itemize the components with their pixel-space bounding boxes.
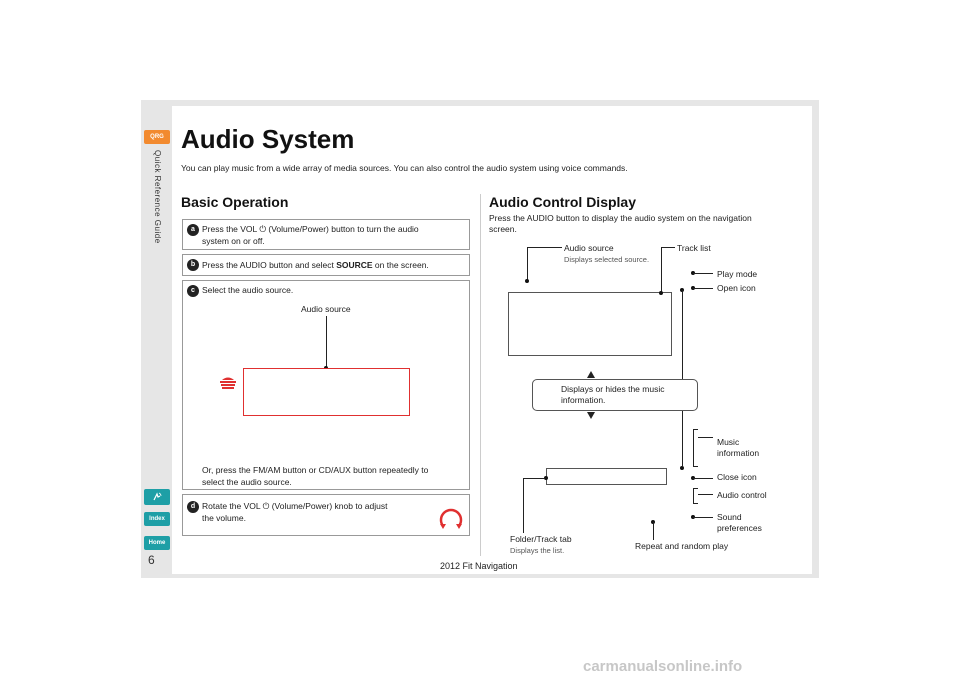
- label-open-icon: Open icon: [717, 283, 756, 293]
- music-info-bracket: [693, 429, 698, 467]
- leader-audio-source-h: [527, 247, 562, 248]
- tab-qrg[interactable]: QRG: [144, 130, 170, 144]
- audio-source-callout: Audio source: [301, 304, 351, 314]
- dot-track-list: [659, 291, 663, 295]
- tab-index[interactable]: Index: [144, 512, 170, 526]
- music-info-bubble: Displays or hides the music information.: [532, 379, 698, 411]
- audio-control-heading: Audio Control Display: [489, 194, 636, 210]
- label-folder-track-sub: Displays the list.: [510, 546, 565, 555]
- leader-sound-preferences: [693, 517, 713, 518]
- leader-repeat-random: [653, 522, 654, 540]
- step-c-note-line1: Or, press the FM/AM button or CD/AUX but…: [202, 465, 429, 475]
- step-d-box: d Rotate the VOL ⏻ (Volume/Power) knob t…: [182, 494, 470, 536]
- leader-track-list-h: [661, 247, 675, 248]
- leader-audio-control: [698, 494, 713, 495]
- step-a-box: a Press the VOL ⏻ (Volume/Power) button …: [182, 219, 470, 250]
- step-b-source-keyword: SOURCE: [336, 260, 373, 270]
- footer-caption: 2012 Fit Navigation: [440, 561, 518, 571]
- leader-music-info: [698, 437, 713, 438]
- step-c-note-line2: select the audio source.: [202, 477, 292, 487]
- hide-info-arrow-down-icon: [587, 412, 595, 419]
- audio-screen-main: [508, 292, 672, 356]
- step-d-line2: the volume.: [202, 513, 246, 523]
- page-intro: You can play music from a wide array of …: [181, 163, 628, 173]
- leader-track-list-v: [661, 247, 662, 293]
- leader-folder-track-h: [523, 478, 545, 479]
- tab-voice[interactable]: [144, 489, 170, 505]
- label-music-information: Music information: [717, 437, 760, 458]
- step-c-number: c: [187, 285, 199, 297]
- leader-folder-track-v: [523, 478, 524, 533]
- audio-source-screen: [243, 368, 410, 416]
- step-d-number: d: [187, 501, 199, 513]
- volume-knob-icon: [439, 508, 463, 529]
- audio-control-intro: Press the AUDIO button to display the au…: [489, 213, 752, 234]
- tab-home[interactable]: Home: [144, 536, 170, 550]
- step-a-number: a: [187, 224, 199, 236]
- label-sound-preferences: Sound preferences: [717, 512, 762, 533]
- basic-operation-heading: Basic Operation: [181, 194, 289, 210]
- label-play-mode: Play mode: [717, 269, 758, 279]
- dot-close-icon-target: [680, 466, 684, 470]
- step-b-text-pre: Press the AUDIO button and select: [202, 260, 337, 270]
- step-a-line2: system on or off.: [202, 236, 265, 246]
- step-b-text-post: on the screen.: [372, 260, 429, 270]
- step-d-line1: Rotate the VOL ⏻ (Volume/Power) knob to …: [202, 501, 388, 511]
- step-a-line1: Press the VOL ⏻ (Volume/Power) button to…: [202, 224, 419, 234]
- label-track-list: Track list: [677, 243, 711, 253]
- dot-audio-source: [525, 279, 529, 283]
- step-b-box: b Press the AUDIO button and select SOUR…: [182, 254, 470, 276]
- leader-play-mode: [693, 273, 713, 274]
- label-repeat-random: Repeat and random play: [635, 541, 729, 551]
- label-audio-source: Audio source: [564, 243, 614, 253]
- page-number: 6: [148, 553, 155, 567]
- page-title: Audio System: [181, 124, 355, 154]
- label-audio-control: Audio control: [717, 490, 767, 500]
- voice-command-icon: [153, 492, 162, 501]
- leader-close-icon: [693, 478, 713, 479]
- watermark: carmanualsonline.info: [583, 658, 743, 675]
- column-divider: [480, 194, 481, 556]
- section-label: Quick Reference Guide: [153, 150, 162, 244]
- label-close-icon: Close icon: [717, 472, 757, 482]
- leader-audio-source-v: [527, 247, 528, 281]
- step-b-number: b: [187, 259, 199, 271]
- step-b-text: Press the AUDIO button and select SOURCE…: [202, 259, 429, 271]
- step-c-text: Select the audio source.: [202, 285, 294, 295]
- warning-icon: [220, 377, 236, 389]
- leader-open-close-v: [682, 290, 683, 466]
- label-folder-track-tab: Folder/Track tab: [510, 534, 572, 544]
- audio-screen-bar: [546, 468, 667, 485]
- audio-source-leader: [326, 316, 327, 368]
- dot-folder-track-tab: [544, 476, 548, 480]
- audio-control-bracket: [693, 488, 698, 504]
- label-audio-source-sub: Displays selected source.: [564, 255, 650, 264]
- show-info-arrow-up-icon: [587, 371, 595, 378]
- leader-open-icon: [693, 288, 713, 289]
